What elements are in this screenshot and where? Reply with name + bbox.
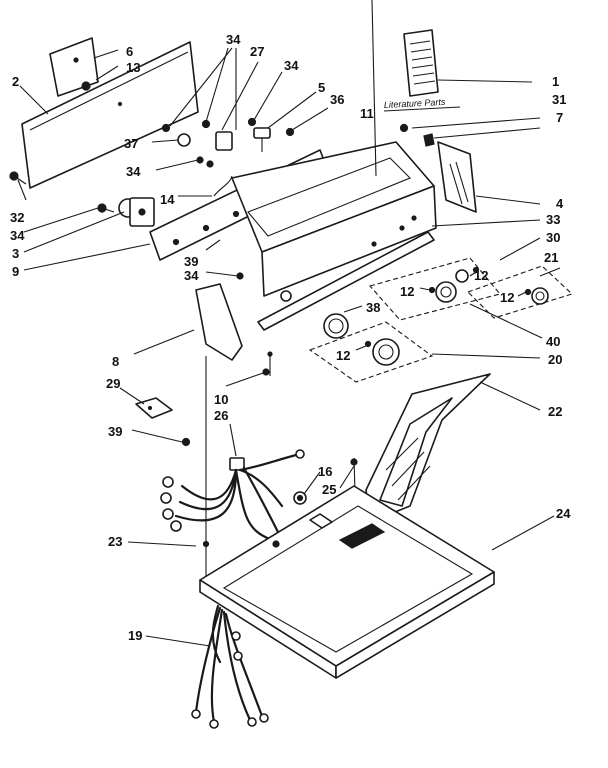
- rear-bracket: [49, 37, 99, 97]
- timer-switch: [118, 197, 155, 227]
- callout-10: 10: [214, 392, 228, 407]
- wire-harness-lower: [191, 604, 269, 729]
- callout-labels: 1 2 3 4 5 6 7 8 9 10 11 12 12 12 12 13 1…: [10, 32, 571, 643]
- callout-3: 3: [12, 246, 19, 261]
- leader-lines: [17, 0, 561, 647]
- heat-shield: [365, 373, 491, 523]
- callout-29: 29: [106, 376, 120, 391]
- callout-12d: 12: [336, 348, 350, 363]
- mounting-plate: [135, 397, 191, 447]
- callout-30: 30: [546, 230, 560, 245]
- callout-34d: 34: [10, 228, 25, 243]
- callout-25: 25: [322, 482, 336, 497]
- callout-5: 5: [318, 80, 325, 95]
- left-screws: [9, 171, 115, 213]
- literature-parts-label: Literature Parts: [384, 97, 446, 110]
- callout-24: 24: [556, 506, 571, 521]
- callout-12c: 12: [500, 290, 514, 305]
- left-end-cap: [195, 272, 270, 376]
- callout-36: 36: [330, 92, 344, 107]
- callout-40: 40: [546, 334, 560, 349]
- callout-34e: 34: [184, 268, 199, 283]
- callout-8: 8: [112, 354, 119, 369]
- callout-1: 1: [552, 74, 559, 89]
- callout-32: 32: [10, 210, 24, 225]
- callout-34b: 34: [284, 58, 299, 73]
- callout-39b: 39: [108, 424, 122, 439]
- callout-12b: 12: [400, 284, 414, 299]
- right-end-cap: [399, 123, 477, 213]
- callout-34c: 34: [126, 164, 141, 179]
- callout-7: 7: [556, 110, 563, 125]
- callout-38: 38: [366, 300, 380, 315]
- callout-22: 22: [548, 404, 562, 419]
- callout-26: 26: [214, 408, 228, 423]
- callout-31: 31: [552, 92, 566, 107]
- callout-13: 13: [126, 60, 140, 75]
- callout-39a: 39: [184, 254, 198, 269]
- callout-16: 16: [318, 464, 332, 479]
- literature-booklet: [403, 29, 439, 97]
- callout-6: 6: [126, 44, 133, 59]
- knob-groups: [308, 257, 574, 383]
- callout-37: 37: [124, 136, 138, 151]
- callout-21: 21: [544, 250, 558, 265]
- callout-12a: 12: [474, 268, 488, 283]
- callout-4: 4: [556, 196, 564, 211]
- callout-11: 11: [360, 106, 374, 121]
- dryer-top-panel: [199, 485, 495, 679]
- rear-console-panel: [21, 41, 199, 189]
- callout-20: 20: [548, 352, 562, 367]
- callout-33: 33: [546, 212, 560, 227]
- callout-14: 14: [160, 192, 175, 207]
- small-components: [161, 117, 295, 197]
- callout-2: 2: [12, 74, 19, 89]
- callout-34a: 34: [226, 32, 241, 47]
- callout-19: 19: [128, 628, 142, 643]
- callout-23: 23: [108, 534, 122, 549]
- main-control-panel: [231, 141, 437, 331]
- callout-27: 27: [250, 44, 264, 59]
- callout-9: 9: [12, 264, 19, 279]
